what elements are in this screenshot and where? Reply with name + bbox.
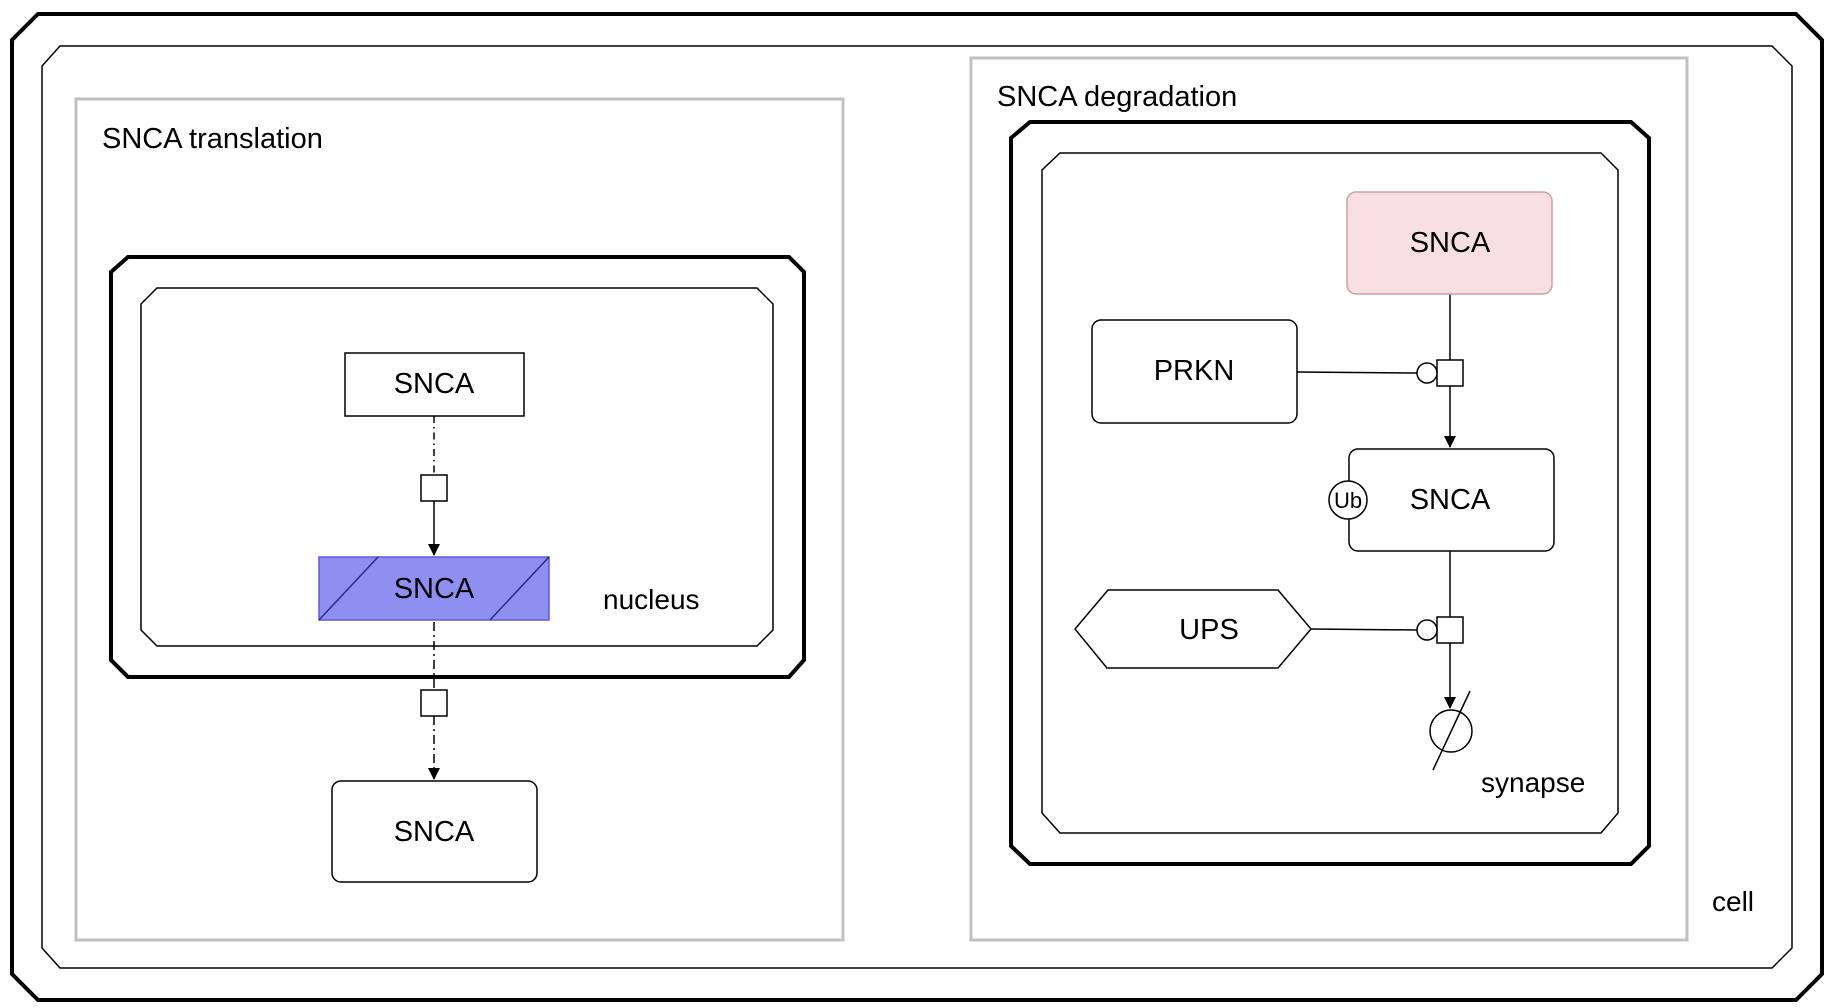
snca-gene-label: SNCA [394,368,475,400]
nucleus-compartment[interactable]: nucleus [109,255,806,679]
cell-label: cell [1712,886,1754,917]
prkn-catalysis-edge [1296,362,1438,384]
snca-source-node[interactable]: SNCA [1346,191,1553,295]
ups-label: UPS [1179,614,1239,646]
ups-catalysis-edge [1310,619,1438,641]
ups-node[interactable]: UPS [1074,589,1312,669]
snca-ub-node[interactable]: SNCA Ub [1328,448,1555,552]
ubiquitination-edge [1436,294,1464,448]
prkn-node[interactable]: PRKN [1091,319,1298,424]
degradation-sink-icon[interactable] [1429,690,1473,771]
snca-ub-label: SNCA [1410,484,1491,516]
transcription-process[interactable] [420,474,448,502]
synapse-label: synapse [1481,767,1585,798]
translation-process[interactable] [420,689,448,717]
degradation-process[interactable] [1436,616,1464,644]
snca-source-label: SNCA [1410,227,1491,259]
synapse-compartment[interactable]: synapse [1009,120,1651,866]
submap-snca-translation[interactable]: SNCA translation [74,97,845,942]
ubiquitination-process[interactable] [1436,359,1464,387]
submap-translation-title: SNCA translation [102,123,323,155]
snca-rna-node[interactable]: SNCA [318,556,550,621]
snca-rna-label: SNCA [394,573,475,605]
snca-gene-node[interactable]: SNCA [344,352,525,417]
nucleus-label: nucleus [603,584,700,615]
degradation-edge [1436,551,1464,709]
submap-degradation-title: SNCA degradation [997,81,1237,113]
translation-edge [420,622,448,780]
cell-compartment[interactable]: cell [10,12,1824,1002]
snca-protein-node[interactable]: SNCA [331,780,538,883]
ubiquitin-state-label: Ub [1334,488,1362,513]
transcription-edge [420,416,448,556]
submap-snca-degradation[interactable]: SNCA degradation [969,56,1689,942]
snca-protein-label: SNCA [394,816,475,848]
prkn-label: PRKN [1154,355,1235,387]
ubiquitin-state [1328,480,1368,520]
